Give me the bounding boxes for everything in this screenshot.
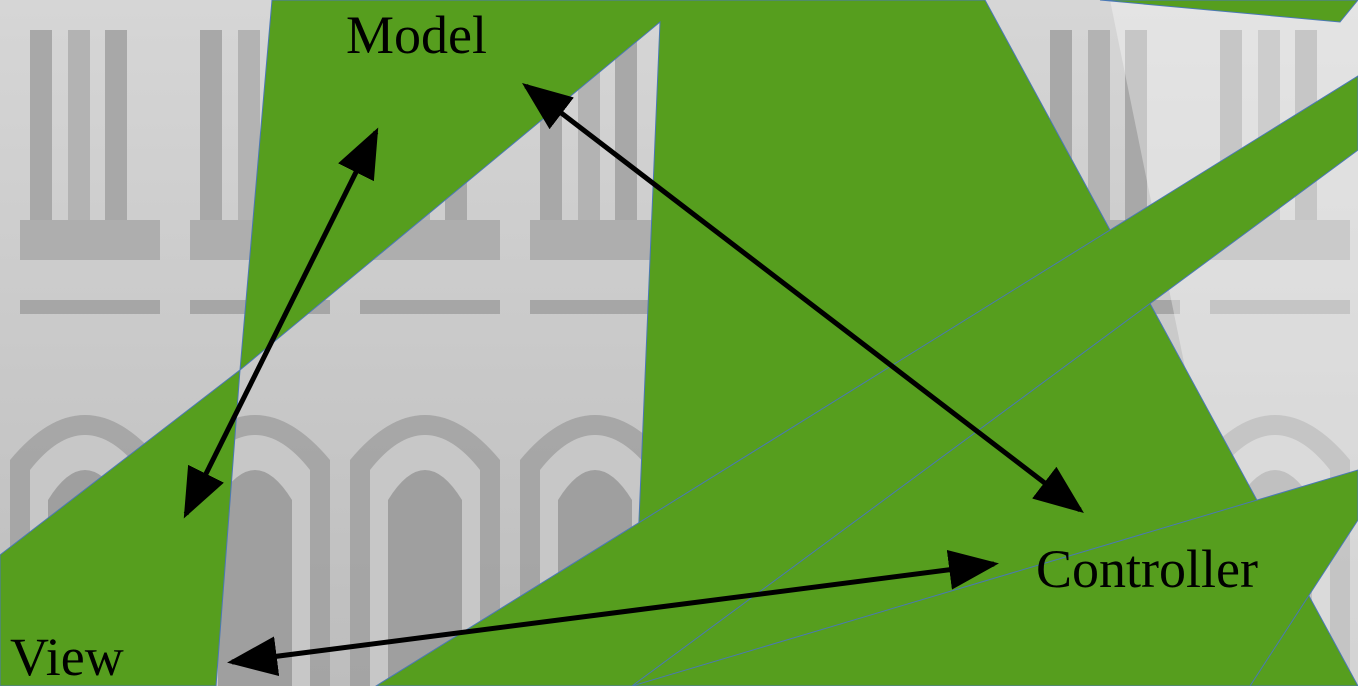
arrow-view-controller: [227, 549, 999, 677]
controller-label: Controller: [1036, 539, 1258, 599]
green-shape-left-band: [0, 368, 241, 686]
green-shape-top-right: [1099, 0, 1358, 23]
arrow-model-controller: [522, 82, 1084, 514]
arrows: [183, 82, 1084, 677]
model-label: Model: [346, 5, 487, 65]
arrow-model-view: [183, 127, 379, 519]
view-label: View: [10, 627, 124, 686]
